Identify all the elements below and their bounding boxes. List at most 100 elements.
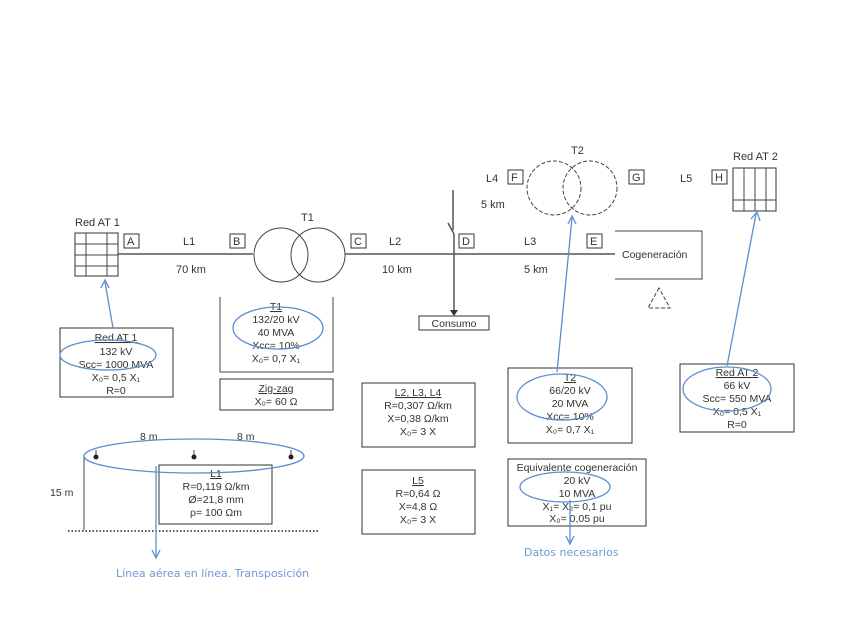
t2-label: T2	[571, 145, 584, 157]
box-row: Xcc= 10%	[546, 411, 594, 423]
t2-transformer-icon	[526, 160, 618, 216]
l1-data-box: L1 R=0,119 Ω/km Ø=21,8 mm ρ= 100 Ωm	[158, 464, 273, 525]
box-title: L1	[210, 468, 222, 480]
t2-data-box: T2 66/20 kV 20 MVA Xcc= 10% X₀= 0,7 X₁	[507, 367, 633, 444]
box-row: X₀= 3 X	[400, 426, 436, 438]
red-at2-data-box: Red AT 2 66 kV Scc= 550 MVA X₀= 0,5 X₁ R…	[679, 363, 795, 433]
l1-length: 70 km	[176, 264, 206, 276]
l2-l3-l4-data-box: L2, L3, L4 R=0,307 Ω/km X=0,38 Ω/km X₀= …	[361, 382, 476, 448]
node-h	[711, 169, 728, 185]
arrow-up-icon	[100, 278, 110, 289]
highlight-ellipse	[516, 373, 608, 421]
box-row: 20 kV	[564, 475, 591, 487]
l1-name: L1	[183, 236, 195, 248]
red-at1-data-box: Red AT 1 132 kV Scc= 1000 MVA X₀= 0,5 X₁…	[59, 327, 174, 398]
data-note: Datos necesarios	[524, 546, 619, 559]
node-h-label: H	[715, 172, 723, 184]
box-row: X₀= 0,5 X₁	[713, 406, 762, 418]
t1-transformer-icon	[253, 227, 346, 283]
highlight-ellipse	[232, 306, 324, 350]
t1-label: T1	[301, 212, 314, 224]
box-row: X=0,38 Ω/km	[387, 413, 449, 425]
box-row: X₀= 0,5 X₁	[92, 372, 141, 384]
box-row: R=0,119 Ω/km	[183, 481, 250, 493]
box-row: X₀= 0,7 X₁	[546, 424, 595, 436]
box-row: R=0,307 Ω/km	[384, 400, 452, 412]
box-row: Xcc= 10%	[252, 340, 300, 352]
l5-name: L5	[680, 173, 692, 185]
arrow-up-icon	[567, 214, 577, 225]
box-title: L5	[412, 475, 424, 487]
height-label: 15 m	[50, 487, 74, 499]
box-title: Equivalente cogeneración	[517, 462, 638, 474]
box-row: 132/20 kV	[252, 314, 299, 326]
pointer-arrow	[104, 281, 114, 329]
node-a	[123, 233, 140, 249]
box-row: R=0	[106, 385, 126, 397]
red-at1-label: Red AT 1	[75, 217, 120, 229]
box-row: Scc= 550 MVA	[703, 393, 772, 405]
arrow-down-icon	[151, 549, 161, 560]
tower-drawing	[68, 450, 320, 532]
box-row: X₀= 60 Ω	[255, 396, 298, 408]
l2-name: L2	[389, 236, 401, 248]
highlight-ellipse	[59, 339, 157, 371]
box-row: R=0,64 Ω	[396, 488, 441, 500]
arrow-down-icon	[450, 310, 458, 316]
box-row: Ø=21,8 mm	[188, 494, 243, 506]
node-e	[586, 233, 603, 249]
red-at2-label: Red AT 2	[733, 151, 778, 163]
l3-name: L3	[524, 236, 536, 248]
node-a-label: A	[127, 236, 135, 248]
box-row: 20 MVA	[552, 398, 589, 410]
l4-name: L4	[486, 173, 498, 185]
l5-data-box: L5 R=0,64 Ω X=4,8 Ω X₀= 3 X	[361, 469, 476, 535]
l3-length: 5 km	[524, 264, 548, 276]
box-row: 66/20 kV	[549, 385, 590, 397]
red-at1-source-icon	[74, 232, 119, 277]
box-row: X₁= X₂= 0,1 pu	[543, 501, 612, 513]
pointer-arrow	[556, 217, 573, 373]
box-row: R=0	[727, 419, 747, 431]
t1-data-box: T1 132/20 kV 40 MVA Xcc= 10% X₀= 0,7 X₁	[219, 297, 334, 373]
node-c	[350, 233, 367, 249]
box-row: 132 kV	[100, 346, 133, 358]
box-row: 10 MVA	[559, 488, 596, 500]
arrow-up-icon	[750, 210, 761, 222]
node-f	[507, 169, 524, 185]
box-row: X₀= 0,05 pu	[549, 513, 605, 525]
red-at2-source-icon	[732, 167, 777, 212]
l2-length: 10 km	[382, 264, 412, 276]
box-row: X₀= 0,7 X₁	[252, 353, 301, 365]
node-d-label: D	[462, 236, 470, 248]
l4-length: 5 km	[481, 199, 505, 211]
box-row: 66 kV	[724, 380, 751, 392]
box-row: 40 MVA	[258, 327, 295, 339]
arrow-down-icon	[565, 535, 575, 546]
line-note: Línea aérea en línea. Transposición	[116, 567, 309, 580]
consumo-label: Consumo	[432, 318, 477, 330]
zigzag-data-box: Zig-zag X₀= 60 Ω	[219, 378, 334, 411]
box-title: Zig-zag	[258, 383, 293, 395]
box-title: L2, L3, L4	[395, 387, 442, 399]
highlight-ellipse	[83, 438, 305, 474]
consumo-box	[418, 315, 490, 331]
node-d	[458, 233, 475, 249]
switch-icon[interactable]	[447, 222, 455, 235]
node-f-label: F	[511, 172, 518, 184]
node-g-label: G	[632, 172, 641, 184]
delta-triangle-icon	[647, 286, 671, 309]
node-b	[229, 233, 246, 249]
cogeneration-box	[615, 230, 703, 280]
box-row: ρ= 100 Ωm	[190, 507, 242, 519]
node-e-label: E	[590, 236, 597, 248]
highlight-ellipse	[519, 471, 611, 503]
box-title: Red AT 2	[716, 367, 759, 379]
node-g	[628, 169, 645, 185]
highlight-ellipse	[682, 366, 772, 412]
node-c-label: C	[354, 236, 362, 248]
cogeneration-label: Cogeneración	[622, 249, 688, 261]
pointer-arrow	[726, 213, 757, 367]
node-b-label: B	[233, 236, 240, 248]
